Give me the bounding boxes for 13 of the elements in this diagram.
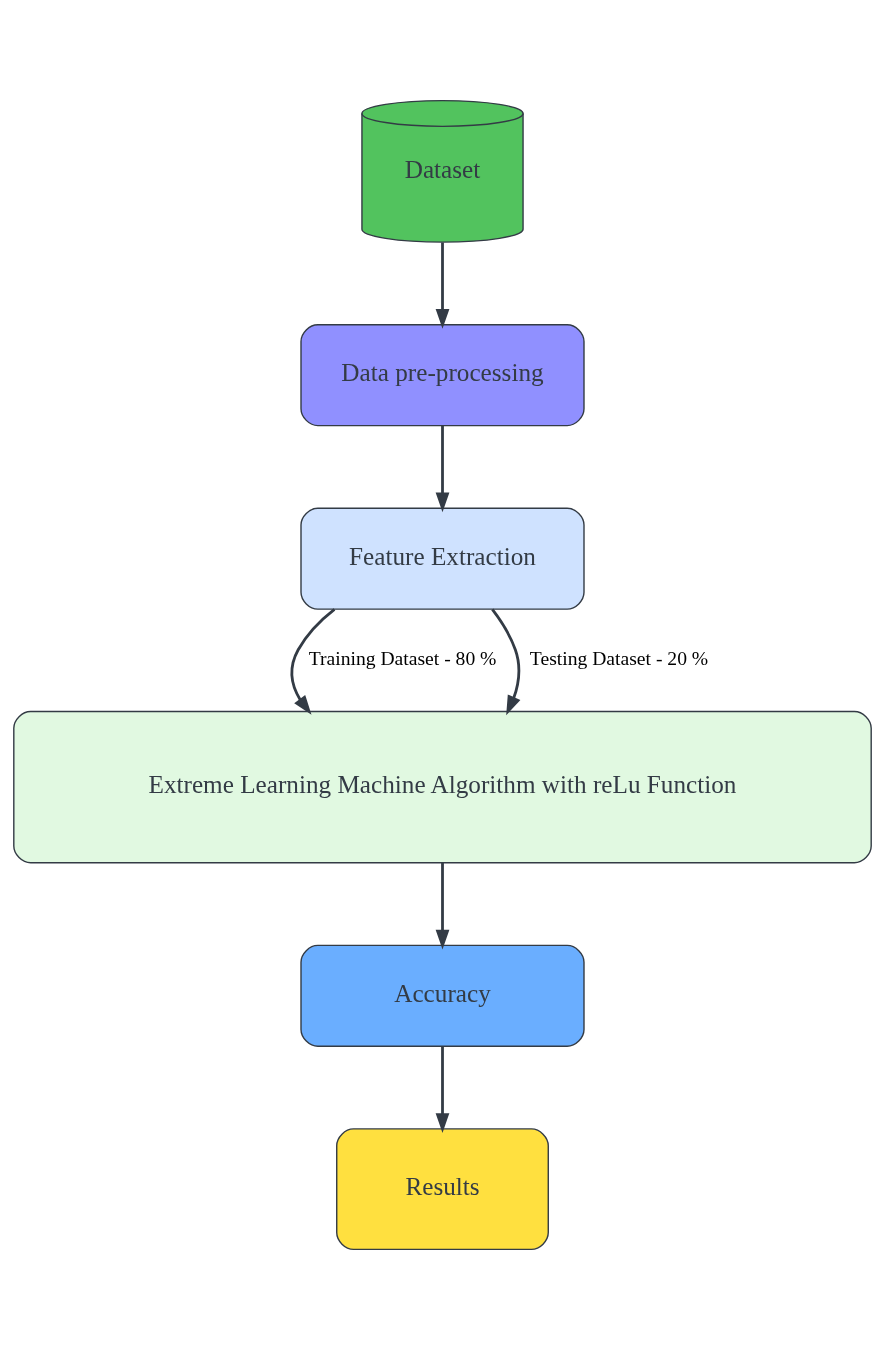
node-box: Extreme Learning Machine Algorithm with reLu Function <box>13 710 872 864</box>
arrow <box>435 862 450 950</box>
arrow <box>435 426 450 513</box>
node-box: Feature Extraction <box>300 507 585 610</box>
edge-label: Testing Dataset - 20 % <box>529 648 709 670</box>
arrow <box>435 242 450 329</box>
arrow <box>290 608 336 715</box>
node-box: Accuracy <box>300 944 585 1047</box>
node-box: Results <box>336 1128 549 1251</box>
arrow <box>435 1046 450 1133</box>
node-box: Data pre-processing <box>300 324 585 427</box>
edge-label: Training Dataset - 80 % <box>308 648 497 670</box>
arrow <box>491 608 521 716</box>
